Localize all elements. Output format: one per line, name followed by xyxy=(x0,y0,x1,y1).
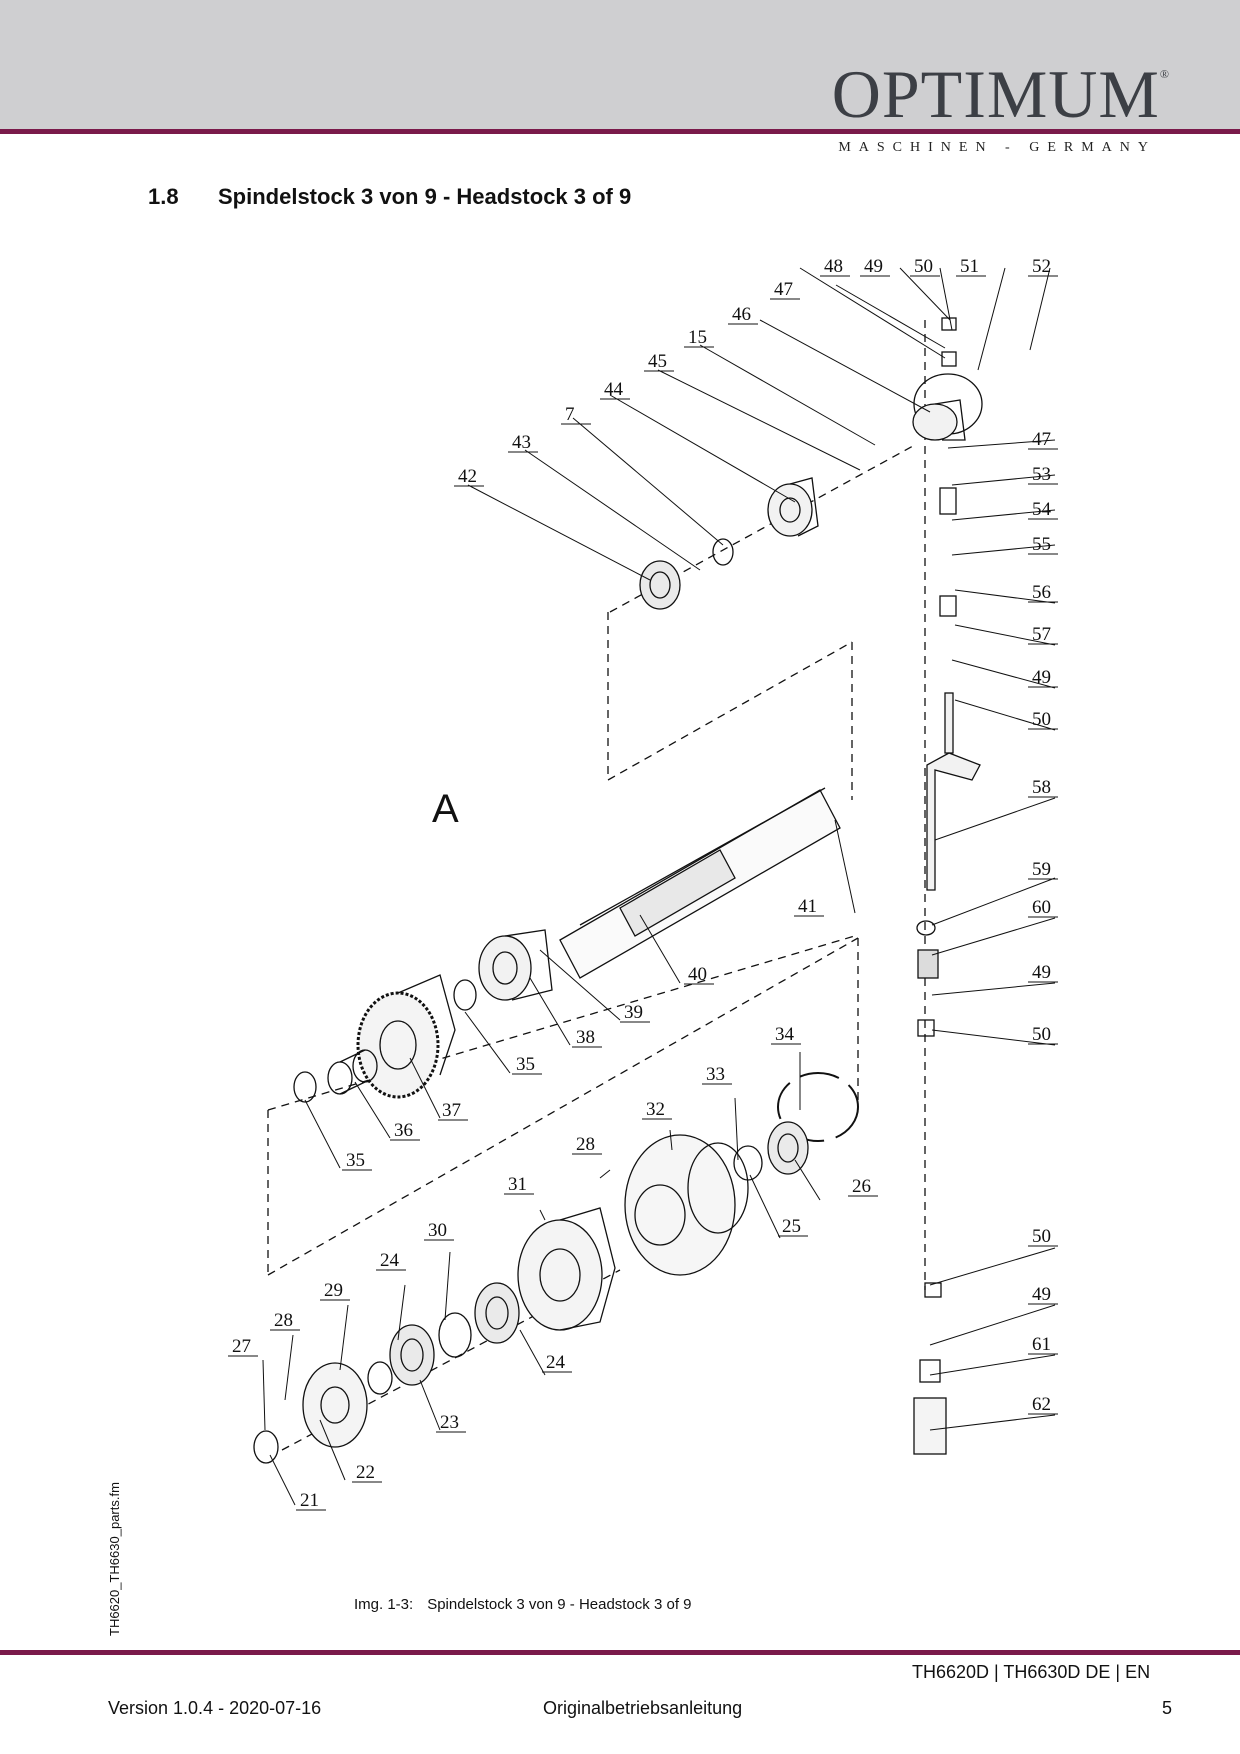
footer-rule xyxy=(0,1650,1240,1655)
part-callout-44: 44 xyxy=(604,379,624,400)
part-callout-31: 31 xyxy=(508,1174,527,1195)
part-callout-59: 59 xyxy=(1032,859,1051,880)
part-callout-30: 30 xyxy=(428,1220,447,1241)
registered-mark: ® xyxy=(1159,67,1170,81)
part-callout-37: 37 xyxy=(442,1100,461,1121)
part-callout-46: 46 xyxy=(732,304,751,325)
sleeve-part xyxy=(327,1049,378,1095)
footer-models: TH6620D | TH6630D DE | EN xyxy=(912,1662,1151,1682)
part-callout-49: 49 xyxy=(1032,667,1051,688)
part-callout-50: 50 xyxy=(1032,1226,1051,1247)
part-callout-33: 33 xyxy=(706,1064,725,1085)
caption-text: Spindelstock 3 von 9 - Headstock 3 of 9 xyxy=(427,1596,692,1613)
part-callout-52: 52 xyxy=(1032,256,1051,277)
part-callout-43: 43 xyxy=(512,432,531,453)
section-heading: 1.8 Spindelstock 3 von 9 - Headstock 3 of… xyxy=(148,184,631,210)
part-callout-25: 25 xyxy=(782,1216,801,1237)
part-callout-35: 35 xyxy=(516,1054,535,1075)
footer-doc-type: Originalbetriebsanleitung xyxy=(543,1698,743,1718)
flange-part xyxy=(624,1134,749,1276)
section-number: 1.8 xyxy=(148,184,179,209)
part-callout-49: 49 xyxy=(864,256,883,277)
part-callout-24: 24 xyxy=(380,1250,400,1271)
part-callout-28: 28 xyxy=(576,1134,595,1155)
figure-caption: Img. 1-3: Spindelstock 3 von 9 - Headstoc… xyxy=(354,1596,692,1613)
part-callout-21: 21 xyxy=(300,1490,319,1511)
part-callout-47: 47 xyxy=(1032,429,1051,450)
side-filename: TH6620_TH6630_parts.fm xyxy=(107,1482,122,1636)
end-flange-part xyxy=(253,1362,368,1464)
group-label-A: A xyxy=(432,787,459,831)
gear-wheel-part xyxy=(356,974,456,1099)
lever-rod-part xyxy=(926,692,981,891)
bracket-housing-part xyxy=(912,399,966,441)
part-callout-50: 50 xyxy=(914,256,933,277)
header-rule xyxy=(0,129,1240,134)
part-callout-38: 38 xyxy=(576,1027,595,1048)
part-callout-56: 56 xyxy=(1032,582,1051,603)
footer-version: Version 1.0.4 - 2020-07-16 xyxy=(108,1698,322,1718)
part-callout-49: 49 xyxy=(1032,1284,1051,1305)
part-callout-36: 36 xyxy=(394,1120,413,1141)
brand-tagline: MASCHINEN - GERMANY xyxy=(838,140,1156,155)
part-callout-32: 32 xyxy=(646,1099,665,1120)
part-callout-34: 34 xyxy=(775,1024,795,1045)
part-callout-54: 54 xyxy=(1032,499,1052,520)
part-callout-62: 62 xyxy=(1032,1394,1051,1415)
part-callout-29: 29 xyxy=(324,1280,343,1301)
part-callout-55: 55 xyxy=(1032,534,1051,555)
top-sleeve-part xyxy=(767,477,819,537)
brand-logo: OPTIMUM® xyxy=(832,60,1170,128)
part-callout-61: 61 xyxy=(1032,1334,1051,1355)
section-title: Spindelstock 3 von 9 - Headstock 3 of 9 xyxy=(218,184,632,209)
part-callout-27: 27 xyxy=(232,1336,251,1357)
part-callout-47: 47 xyxy=(774,279,793,300)
clutch-hub-part xyxy=(478,929,553,1001)
column-parts xyxy=(913,317,957,1455)
part-callout-39: 39 xyxy=(624,1002,643,1023)
part-callout-7: 7 xyxy=(565,404,575,425)
part-callout-28: 28 xyxy=(274,1310,293,1331)
spindle-shaft-part xyxy=(559,787,841,979)
caption-label: Img. 1-3: xyxy=(354,1596,414,1613)
part-callout-50: 50 xyxy=(1032,1024,1051,1045)
part-callout-23: 23 xyxy=(440,1412,459,1433)
part-callout-60: 60 xyxy=(1032,897,1051,918)
part-callout-24: 24 xyxy=(546,1352,566,1373)
part-callout-57: 57 xyxy=(1032,624,1051,645)
part-callout-49: 49 xyxy=(1032,962,1051,983)
part-callout-58: 58 xyxy=(1032,777,1051,798)
part-callout-15: 15 xyxy=(688,327,707,348)
pulley-part xyxy=(517,1207,616,1331)
part-callout-22: 22 xyxy=(356,1462,375,1483)
part-callout-51: 51 xyxy=(960,256,979,277)
part-callout-48: 48 xyxy=(824,256,843,277)
part-callout-41: 41 xyxy=(798,896,817,917)
part-callout-26: 26 xyxy=(852,1176,871,1197)
part-callout-35: 35 xyxy=(346,1150,365,1171)
bearing-parts xyxy=(367,560,809,1395)
header-band xyxy=(0,0,1240,130)
page-number: 5 xyxy=(1162,1698,1173,1718)
part-callout-42: 42 xyxy=(458,466,477,487)
part-callout-40: 40 xyxy=(688,964,707,985)
part-callout-50: 50 xyxy=(1032,709,1051,730)
part-callout-53: 53 xyxy=(1032,464,1051,485)
brand-name: OPTIMUM xyxy=(831,56,1160,132)
part-callout-45: 45 xyxy=(648,351,667,372)
